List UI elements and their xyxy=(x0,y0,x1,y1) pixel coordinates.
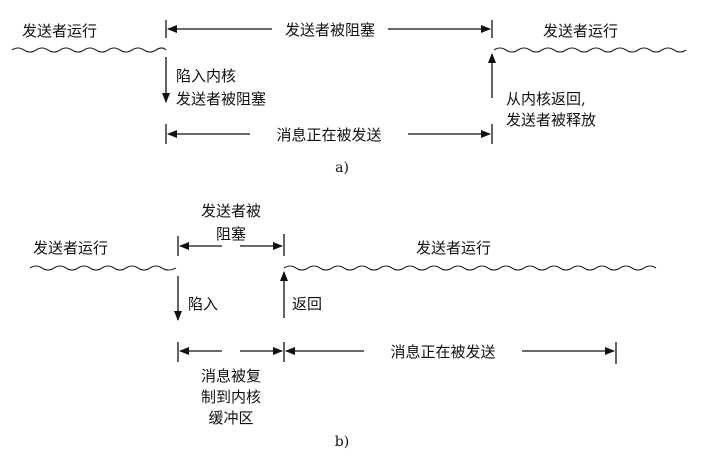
timeline-wave-b-left xyxy=(29,265,177,271)
label-b-copy-line3: 缓冲区 xyxy=(208,409,253,427)
label-b-copy-line2: 制到内核 xyxy=(201,388,261,406)
timeline-wave-a-right xyxy=(493,47,687,53)
label-a-sender-running-right: 发送者运行 xyxy=(543,22,618,40)
label-b-copy-line1: 消息被复 xyxy=(201,367,261,385)
label-a-sender-blocked: 发送者被阻塞 xyxy=(285,21,375,39)
label-b-sender-running-left: 发送者运行 xyxy=(33,239,108,257)
label-a-return-line1: 从内核返回, xyxy=(506,90,586,108)
label-b-return: 返回 xyxy=(292,295,322,313)
caption-b: b) xyxy=(335,434,349,450)
label-b-trap: 陷入 xyxy=(188,295,218,313)
label-b-blocked-line2: 阻塞 xyxy=(216,225,246,243)
caption-a: a) xyxy=(335,160,349,176)
timeline-wave-b-right xyxy=(283,265,657,271)
label-b-message-sending: 消息正在被发送 xyxy=(390,343,495,361)
label-a-message-sending: 消息正在被发送 xyxy=(276,126,381,144)
label-a-trap-line2: 发送者被阻塞 xyxy=(176,90,266,108)
label-b-blocked-line1: 发送者被 xyxy=(201,202,261,220)
label-a-trap-line1: 陷入内核 xyxy=(176,67,236,85)
label-b-sender-running-right: 发送者运行 xyxy=(416,239,491,257)
panel-a: 发送者运行 发送者被阻塞 发送者运行 陷入内核 发送者被阻塞 从内核返回, 发送… xyxy=(11,20,687,176)
panel-b: 发送者被 阻塞 发送者运行 发送者运行 陷入 返回 消息正在被发送 消息被复 制… xyxy=(29,202,657,450)
label-a-sender-running-left: 发送者运行 xyxy=(22,22,97,40)
timeline-wave-a-left xyxy=(11,47,167,53)
label-a-return-line2: 发送者被释放 xyxy=(506,111,596,129)
